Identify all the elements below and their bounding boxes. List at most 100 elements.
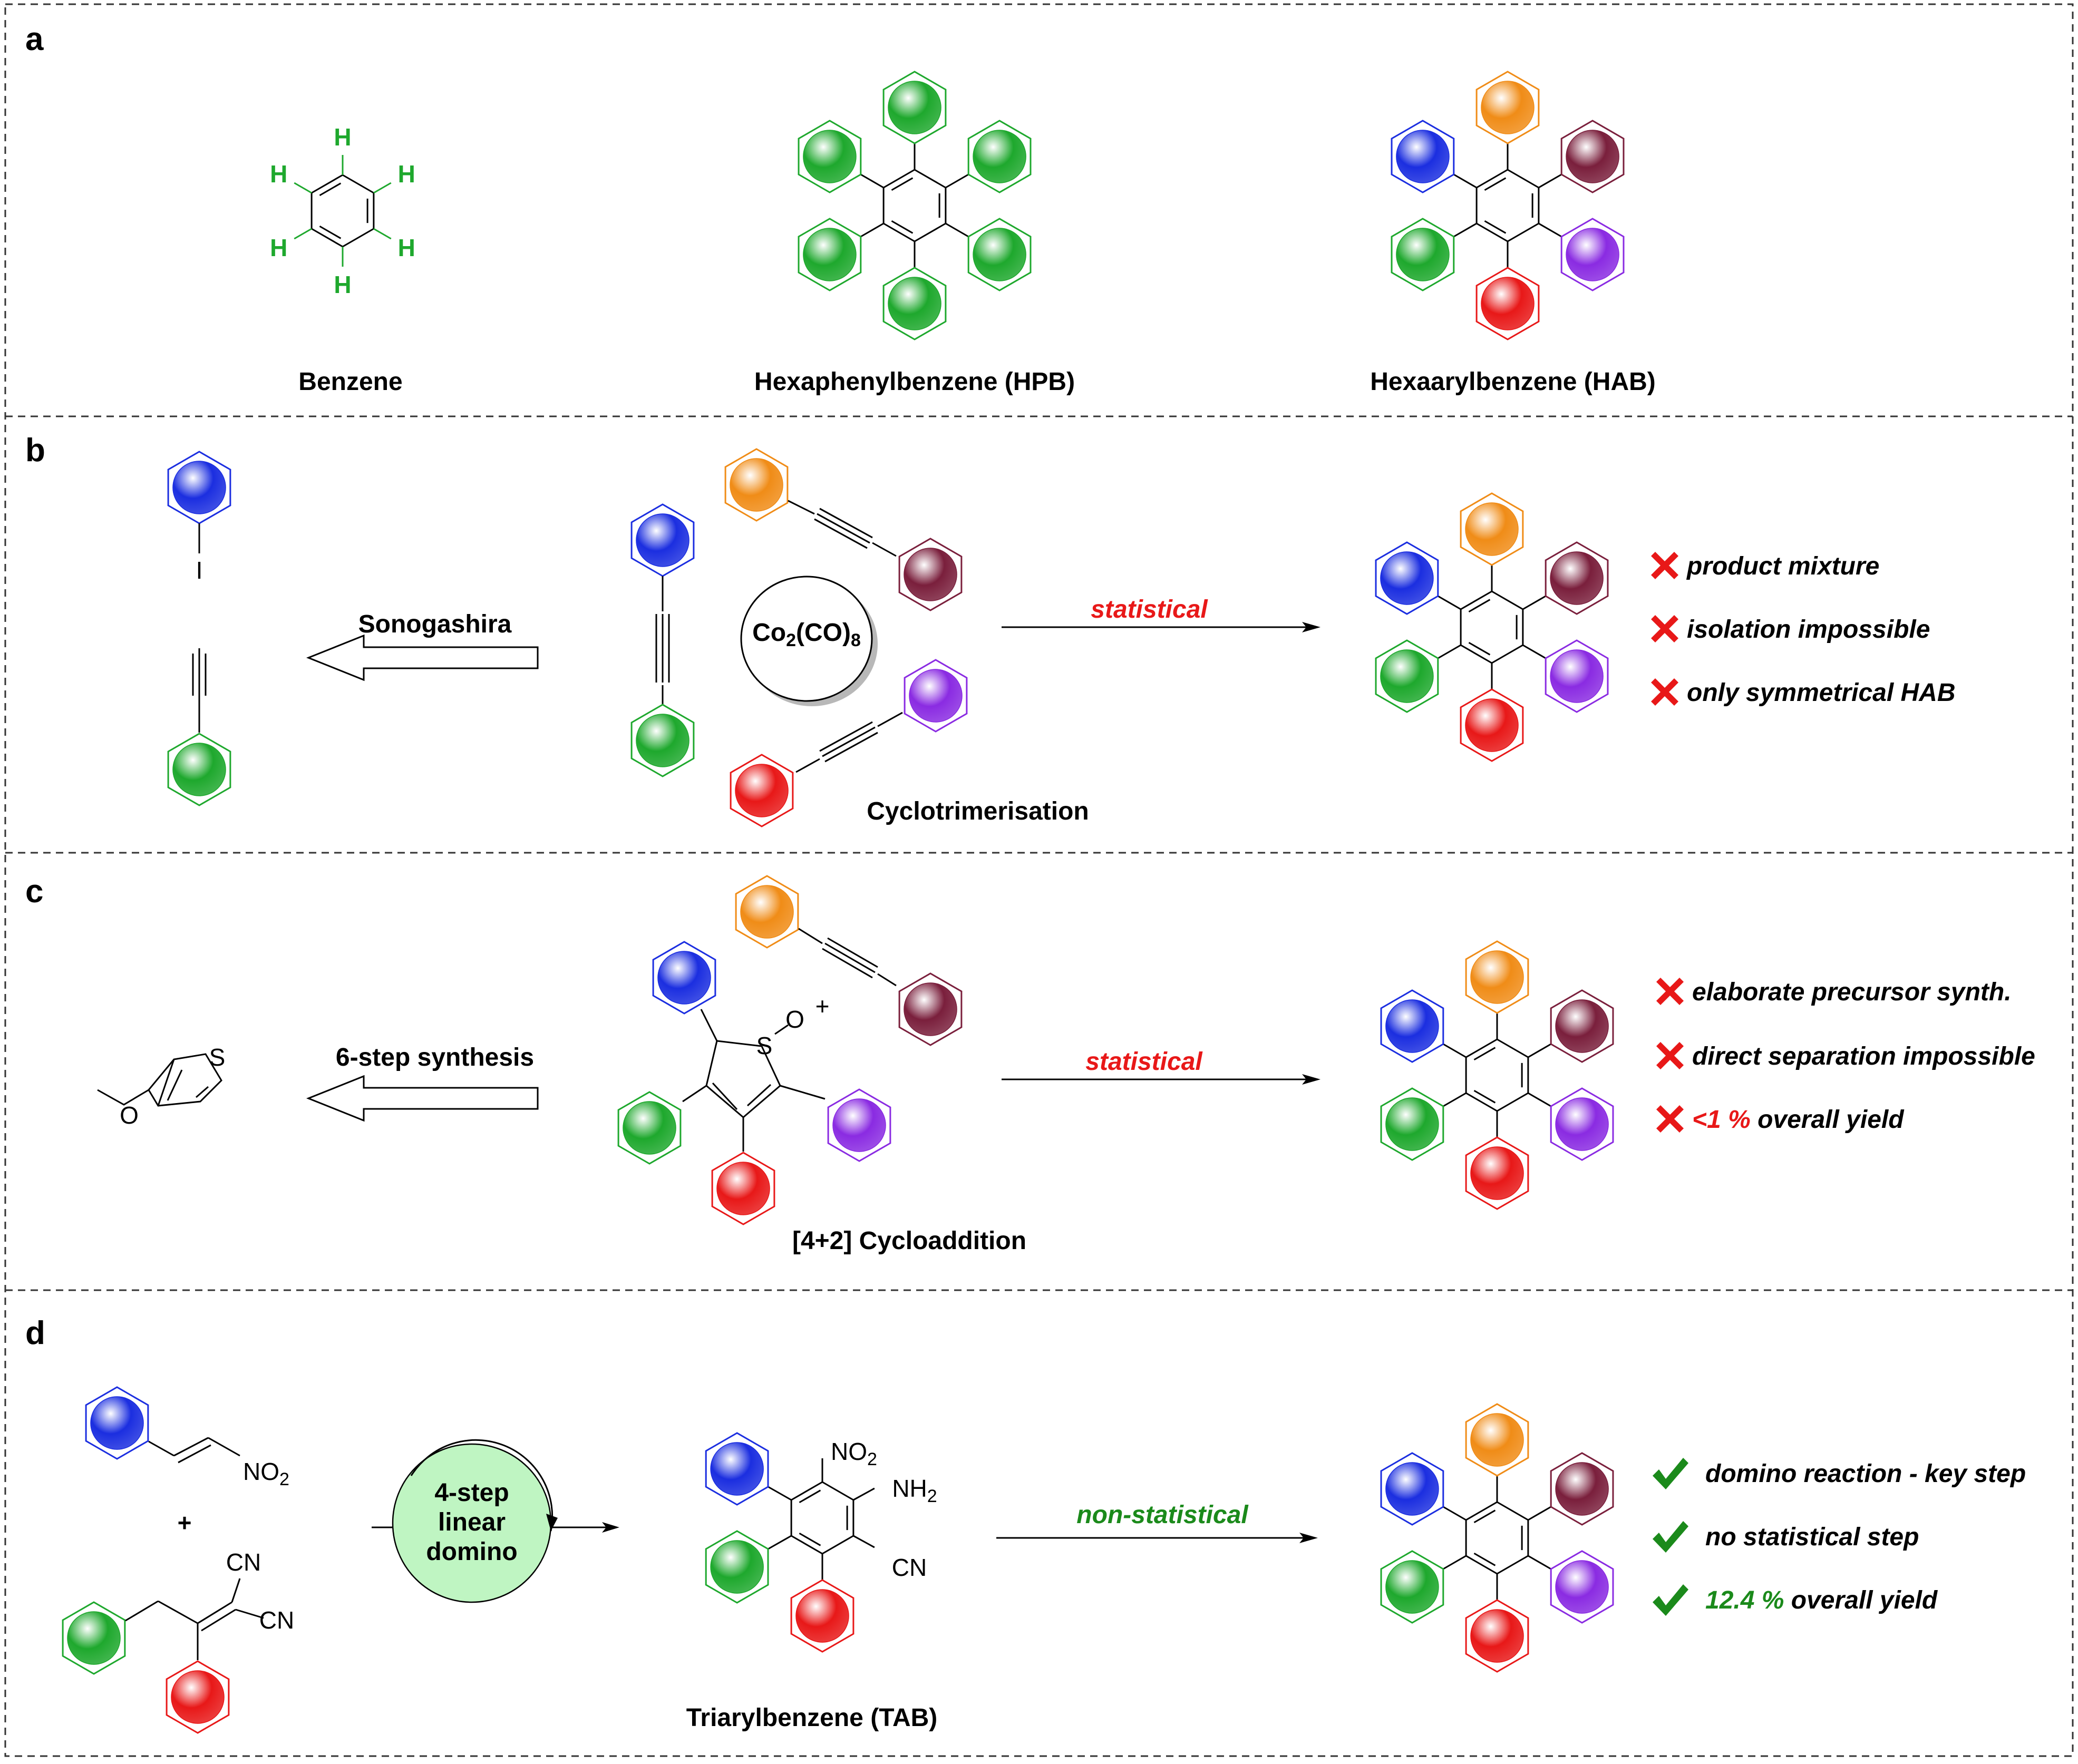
nitro-group: NO2 bbox=[243, 1458, 289, 1489]
domino-line-1: 4-step bbox=[434, 1479, 509, 1507]
purple-aryl-ring bbox=[1560, 218, 1625, 291]
purple-aryl-ring bbox=[1545, 639, 1609, 713]
cross-icon bbox=[1656, 978, 1684, 1005]
tab-amino: NH2 bbox=[892, 1475, 937, 1506]
plus-sign-c: + bbox=[815, 992, 830, 1020]
note-b-1: product mixture bbox=[1686, 552, 1879, 580]
orange-aryl-ring bbox=[1465, 940, 1529, 1014]
note-b-3: only symmetrical HAB bbox=[1687, 679, 1956, 707]
alkyne-blue-ring bbox=[630, 503, 695, 577]
note-b-2: isolation impossible bbox=[1687, 616, 1930, 644]
domino-line-2: linear bbox=[438, 1508, 506, 1536]
iodine-atom: I bbox=[196, 557, 203, 584]
green-aryl-ring bbox=[798, 218, 862, 291]
red-aryl-ring bbox=[1475, 267, 1540, 340]
blue-aryl-ring bbox=[1391, 120, 1455, 193]
tab-red-ring bbox=[790, 1579, 854, 1653]
methoxy-oxygen: O bbox=[120, 1102, 139, 1129]
panel-letter-c: c bbox=[25, 873, 43, 910]
note-c-2: direct separation impossible bbox=[1692, 1042, 2035, 1070]
cross-icon bbox=[1656, 1105, 1684, 1133]
cyano-group-2: CN bbox=[259, 1606, 294, 1634]
green-aryl-ring bbox=[1380, 1087, 1444, 1161]
thiophene-s-oxide-structure bbox=[617, 941, 891, 1225]
dienophile-orange-ring bbox=[735, 875, 799, 949]
check-icon bbox=[1653, 1458, 1688, 1489]
condition-label-d: non-statistical bbox=[1076, 1501, 1249, 1529]
green-aryl-ring bbox=[882, 267, 947, 340]
hydrogen-atom: H bbox=[270, 160, 287, 188]
reaction-arrowhead-d bbox=[1299, 1533, 1318, 1543]
cyclotrimerisation-label: Cyclotrimerisation bbox=[867, 797, 1089, 825]
hab-product-d bbox=[1380, 1403, 1614, 1673]
alkyne-maroon-ring bbox=[898, 538, 963, 611]
maroon-aryl-ring bbox=[1550, 989, 1614, 1063]
six-step-label: 6-step synthesis bbox=[336, 1044, 534, 1071]
orange-aryl-ring bbox=[1465, 1403, 1529, 1477]
thiophene-sulfur: S bbox=[209, 1044, 226, 1071]
hab-product-c bbox=[1380, 940, 1614, 1210]
hydrogen-atom: H bbox=[398, 234, 415, 261]
red-aryl-ring bbox=[1465, 1599, 1529, 1673]
orange-aryl-ring bbox=[1460, 492, 1524, 566]
outer-frame bbox=[4, 3, 2074, 1757]
cycle-arrow-icon bbox=[546, 1514, 558, 1531]
blue-aryl-ring bbox=[1375, 541, 1439, 615]
condition-label-c: statistical bbox=[1085, 1048, 1203, 1076]
cycloaddition-label: [4+2] Cycloaddition bbox=[792, 1227, 1026, 1255]
ethynylarene-ring bbox=[167, 733, 231, 806]
methoxythiophene-structure bbox=[97, 1053, 222, 1107]
green-aryl-ring bbox=[798, 120, 862, 193]
dienophile-maroon-ring bbox=[898, 972, 963, 1046]
alkyne-red-ring bbox=[730, 754, 794, 827]
green-aryl-ring bbox=[1375, 639, 1439, 713]
hexaphenylbenzene-structure bbox=[798, 71, 1032, 340]
central-benzene-core bbox=[882, 169, 947, 242]
reaction-arrowhead-b bbox=[1302, 622, 1320, 632]
note-d-1: domino reaction - key step bbox=[1705, 1460, 2026, 1488]
orange-aryl-ring bbox=[1475, 71, 1540, 144]
green-aryl-ring bbox=[1380, 1550, 1444, 1624]
plus-sign-d: + bbox=[178, 1509, 192, 1536]
sulfoxide-blue-ring bbox=[652, 941, 716, 1015]
diarylalkyne-dienophile bbox=[735, 875, 963, 1046]
alkyne-orange-ring bbox=[724, 448, 789, 522]
green-aryl-ring bbox=[967, 218, 1032, 291]
central-benzene-core bbox=[1475, 169, 1540, 242]
sulfoxide-green-ring bbox=[617, 1091, 682, 1165]
sonogashira-retro-arrow bbox=[306, 634, 539, 681]
domino-circle bbox=[392, 1439, 558, 1603]
cyano-group-1: CN bbox=[226, 1548, 261, 1576]
iodoarene-structure bbox=[167, 451, 231, 553]
green-aryl-ring bbox=[967, 120, 1032, 193]
domino-line-3: domino bbox=[426, 1538, 517, 1566]
hydrogen-atom: H bbox=[270, 234, 287, 261]
diarylalkyne-reactants bbox=[630, 448, 968, 827]
red-aryl-ring bbox=[1465, 1136, 1529, 1210]
purple-aryl-ring bbox=[1550, 1550, 1614, 1624]
sulfoxide-red-ring bbox=[711, 1152, 775, 1225]
alkylidene-red-ring bbox=[166, 1660, 230, 1734]
hydrogen-atom: H bbox=[334, 271, 351, 298]
benzyl-ring bbox=[62, 1601, 126, 1675]
sulfoxide-oxygen: O bbox=[785, 1006, 804, 1033]
terminal-alkyne-structure bbox=[167, 648, 231, 806]
drawbacks-list-b: product mixture isolation impossible onl… bbox=[1651, 552, 1956, 707]
hydrogen-atom: H bbox=[398, 160, 415, 188]
maroon-aryl-ring bbox=[1550, 1452, 1614, 1526]
check-icon bbox=[1653, 1584, 1688, 1616]
check-icon bbox=[1653, 1521, 1688, 1553]
note-d-2: no statistical step bbox=[1705, 1523, 1919, 1551]
benzene-ring bbox=[310, 174, 375, 248]
purple-aryl-ring bbox=[1550, 1087, 1614, 1161]
tab-nitro: NO2 bbox=[831, 1438, 877, 1469]
alkyne-purple-ring bbox=[904, 659, 968, 733]
advantages-list-d: domino reaction - key step no statistica… bbox=[1653, 1458, 2026, 1616]
panel-letter-d: d bbox=[25, 1315, 45, 1351]
red-aryl-ring bbox=[1460, 688, 1524, 762]
central-benzene-core bbox=[1460, 590, 1524, 664]
green-aryl-ring bbox=[882, 71, 947, 144]
